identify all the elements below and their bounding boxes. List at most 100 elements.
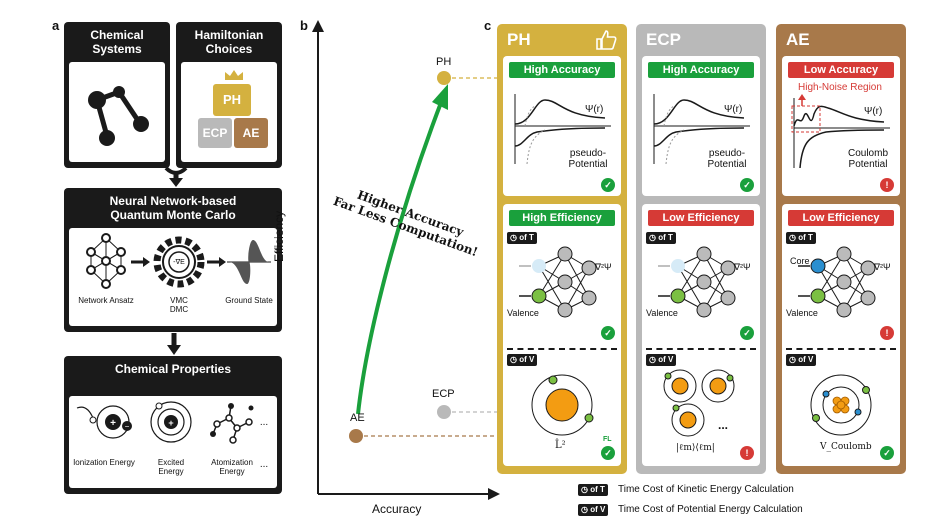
- ae-divider: [786, 348, 896, 350]
- ae-potential-label: Coulomb Potential: [847, 148, 889, 170]
- ph-v-atom-icon: [531, 374, 594, 436]
- y-axis-arrowhead: [312, 20, 324, 32]
- ecp-t-tag: ◷ of T: [646, 232, 676, 244]
- chemical-systems-box: Chemical Systems: [64, 22, 170, 168]
- chemical-properties-box: Chemical Properties + − Ionization Energ…: [64, 356, 282, 494]
- ae-efficiency-card: Low Efficiency ◷ of T Core ∇²Ψ Valence !…: [782, 204, 900, 466]
- ae-v-tag: ◷ of V: [786, 354, 817, 366]
- ae-column-title: AE: [786, 30, 810, 49]
- ecp-efficiency-card: Low Efficiency ◷ of T ∇²Ψ Valence ✓ ◷ of…: [642, 204, 760, 466]
- svg-text:−: −: [125, 422, 130, 431]
- ecp-accuracy-card: High Accuracy Ψ(r) pseudo-Potential ✓: [642, 56, 760, 196]
- ph-grad-psi-label: ∇²Ψ: [595, 262, 612, 272]
- x-axis-arrowhead: [488, 488, 500, 500]
- ecp-v-warning-icon: !: [740, 446, 754, 460]
- legend-v-tag-text: of V: [590, 505, 606, 514]
- ph-potential-label: pseudo-Potential: [568, 148, 608, 170]
- point-ae: [349, 429, 363, 443]
- chemical-systems-title: Chemical Systems: [90, 28, 144, 56]
- thumbs-up-icon: [596, 30, 617, 50]
- point-ecp: [437, 405, 451, 419]
- ground-state-label: Ground State: [225, 296, 273, 305]
- arrow-to-properties: [167, 333, 181, 355]
- excited-icon: +: [150, 401, 192, 443]
- ecp-accuracy-badge: High Accuracy: [648, 62, 754, 78]
- ae-t-tag-text: of T: [798, 233, 813, 242]
- ecp-v-atoms-icon: [663, 369, 735, 437]
- vmc-dmc-label: VMC DMC: [169, 296, 189, 314]
- panel-label-a: a: [52, 18, 60, 33]
- ecp-ellipsis: ...: [718, 418, 729, 432]
- hamiltonian-panel: PH ECP AE: [181, 62, 277, 162]
- ph-accuracy-check-icon: ✓: [601, 178, 615, 192]
- panel-label-b: b: [300, 18, 308, 33]
- properties-ellipsis-top: ...: [259, 417, 269, 428]
- chemical-properties-title: Chemical Properties: [114, 362, 232, 376]
- panel-label-c: c: [484, 18, 492, 33]
- svg-text:+: +: [168, 418, 173, 428]
- ionization-icon: + −: [76, 405, 132, 439]
- properties-ellipsis-bottom: ...: [259, 459, 269, 470]
- ecp-v-tag-text: of V: [658, 355, 674, 364]
- gear-label: -∇E: [173, 259, 185, 266]
- ph-v-operator-label: L̂²: [555, 440, 566, 451]
- ham-ph-block: PH: [213, 84, 251, 116]
- ae-v-tag-text: of V: [798, 355, 814, 364]
- ae-noise-label: High-Noise Region: [798, 82, 882, 93]
- ae-efficiency-warning-icon: !: [880, 326, 894, 340]
- ecp-potential-label: pseudo-Potential: [707, 148, 747, 170]
- ecp-t-network-icon: [658, 246, 736, 318]
- ecp-psi-label: Ψ(r): [724, 104, 743, 115]
- legend-t-tag: ◷ of T: [578, 484, 608, 496]
- nnqmc-box: Neural Network-based Quantum Monte Carlo…: [64, 188, 282, 332]
- point-ecp-label: ECP: [432, 388, 455, 400]
- point-ae-label: AE: [350, 412, 365, 424]
- ph-column: PH High Accuracy Ψ(r) pseudo-Potential ✓…: [497, 24, 627, 474]
- ecp-pseudo-potential-plot: [653, 94, 750, 164]
- ae-coulomb-potential-plot: [791, 94, 890, 168]
- ae-psi-label: Ψ(r): [864, 106, 883, 117]
- ae-accuracy-card: Low Accuracy High-Noise Region Ψ(r) Coul…: [782, 56, 900, 196]
- legend-t-text: Time Cost of Kinetic Energy Calculation: [618, 484, 794, 495]
- ph-fl-label: FL: [603, 436, 612, 443]
- ae-v-check-icon: ✓: [880, 446, 894, 460]
- network-ansatz-label: Network Ansatz: [78, 296, 134, 305]
- ph-v-tag: ◷ of V: [507, 354, 538, 366]
- ph-t-tag: ◷ of T: [507, 232, 537, 244]
- ae-t-network-icon: [798, 246, 876, 318]
- ae-v-operator-label: V_Coulomb: [820, 442, 872, 452]
- excited-energy-label: Excited Energy: [157, 458, 185, 476]
- crown-icon: [225, 70, 243, 80]
- ecp-v-operator-label: |ℓm⟩⟨ℓm|: [676, 443, 715, 453]
- ecp-v-tag: ◷ of V: [646, 354, 677, 366]
- ph-psi-label: Ψ(r): [585, 104, 604, 115]
- gear-icon: [153, 236, 205, 288]
- point-ph: [437, 71, 451, 85]
- ecp-efficiency-check-icon: ✓: [740, 326, 754, 340]
- nnqmc-title: Neural Network-based Quantum Monte Carlo: [109, 194, 237, 222]
- improvement-arrow: [356, 99, 444, 415]
- point-ph-label: PH: [436, 56, 452, 68]
- ground-state-wave-icon: [227, 240, 271, 284]
- ph-divider: [507, 348, 617, 350]
- ph-v-tag-text: of V: [519, 355, 535, 364]
- efficiency-accuracy-plot: [312, 20, 500, 500]
- hamiltonian-choices-box: Hamiltonian Choices PH ECP AE: [176, 22, 282, 168]
- legend-t-tag-text: of T: [590, 485, 605, 494]
- legend-v-tag: ◷ of V: [578, 504, 609, 516]
- ae-valence-label: Valence: [786, 308, 818, 318]
- atomization-icon: [210, 403, 254, 444]
- atomization-energy-label: Atomization Energy: [211, 458, 253, 476]
- molecule-panel: [69, 62, 165, 162]
- arrow-icon: [131, 257, 150, 267]
- ae-v-atom-icon: [810, 374, 872, 436]
- legend-v-text: Time Cost of Potential Energy Calculatio…: [618, 504, 803, 515]
- ae-t-tag: ◷ of T: [786, 232, 816, 244]
- ecp-t-tag-text: of T: [658, 233, 673, 242]
- arrow-icon: [207, 257, 226, 267]
- ecp-divider: [646, 348, 756, 350]
- ionization-energy-label: Ionization Energy: [73, 458, 135, 467]
- network-ansatz-icon: [86, 233, 126, 289]
- arrow-to-nnqmc: [164, 166, 188, 187]
- improvement-arrowhead: [432, 84, 448, 110]
